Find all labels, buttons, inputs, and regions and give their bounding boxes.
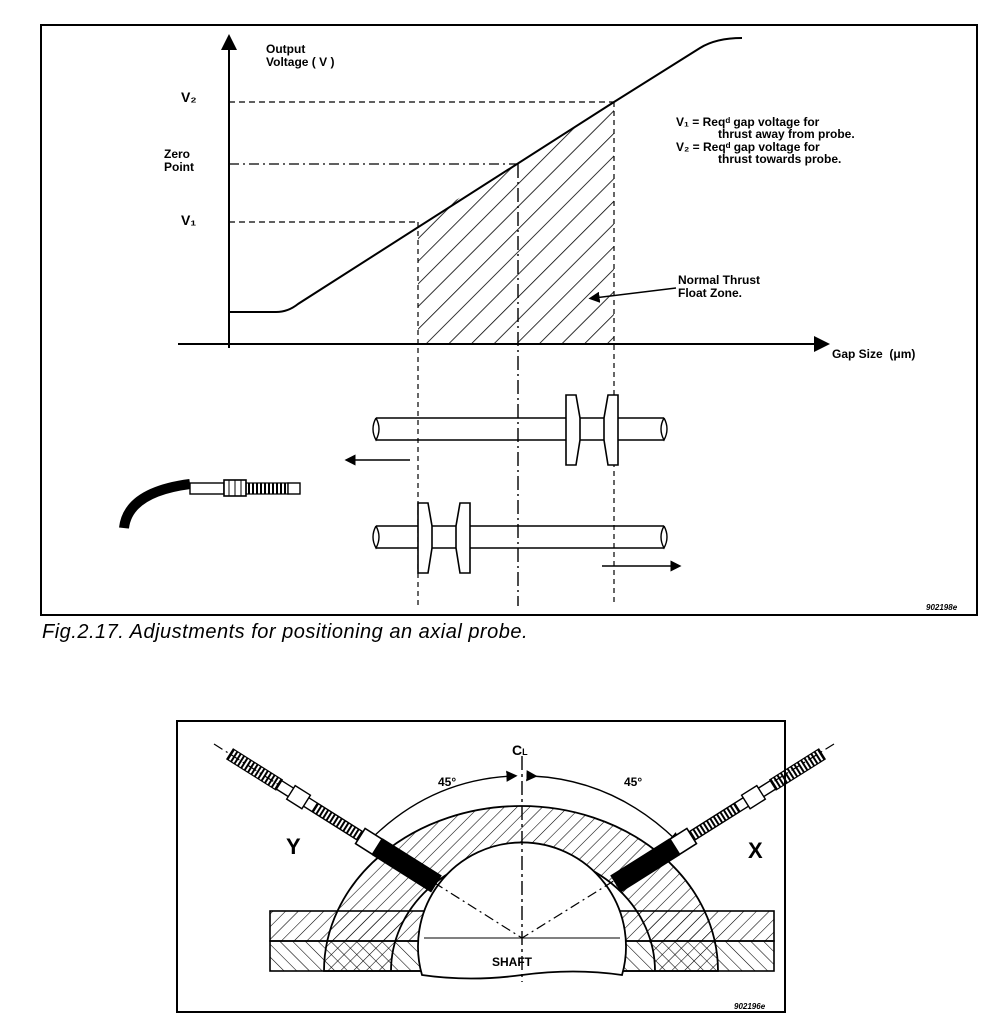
legend-v1-line1: V₁ = Reqᵈ gap voltage for bbox=[676, 115, 820, 129]
zone-label-line1: Normal Thrust bbox=[678, 273, 761, 287]
fig1-frame bbox=[40, 24, 978, 616]
float-zone-hatch bbox=[418, 102, 614, 344]
legend-v1-line2: thrust away from probe. bbox=[718, 127, 855, 141]
y-axis-label-line2: Voltage ( V ) bbox=[266, 55, 335, 69]
angle-label-left: 45° bbox=[438, 775, 457, 789]
fig1-drawing-code: 902198e bbox=[926, 603, 958, 612]
zone-label-line2: Float Zone. bbox=[678, 286, 742, 300]
axial-probe bbox=[119, 479, 301, 529]
angle-label-right: 45° bbox=[624, 775, 643, 789]
shaft-upper bbox=[372, 394, 668, 466]
fig1-caption: Fig.2.17. Adjustments for positioning an… bbox=[42, 621, 529, 643]
shaft-lower bbox=[372, 502, 668, 574]
tick-v1-label: V₁ bbox=[181, 212, 197, 228]
tick-zero-label-line2: Point bbox=[164, 160, 194, 174]
centerline-label-c: C bbox=[512, 742, 523, 758]
y-axis-label-line1: Output bbox=[266, 42, 306, 56]
angle-arc-right bbox=[526, 770, 681, 844]
angle-arc-left bbox=[362, 770, 518, 848]
probe-x bbox=[610, 748, 827, 893]
tick-zero-label-line1: Zero bbox=[164, 147, 191, 161]
output-curve bbox=[229, 37, 743, 313]
legend-v2-line1: V₂ = Reqᵈ gap voltage for bbox=[676, 140, 820, 154]
probe-y bbox=[225, 748, 442, 893]
fig2-drawing-code: 902196e bbox=[734, 1002, 766, 1011]
zone-leader bbox=[588, 287, 677, 303]
x-axis-label: Gap Size (μm) bbox=[832, 347, 916, 361]
fig2-frame bbox=[176, 720, 786, 1013]
centerline-label-sub: L bbox=[522, 747, 528, 757]
tick-v2-label: V₂ bbox=[181, 89, 197, 105]
probe-y-label: Y bbox=[286, 834, 301, 859]
shaft-label: SHAFT bbox=[492, 955, 532, 969]
probe-x-label: X bbox=[748, 838, 763, 863]
centerline-label: CL bbox=[512, 742, 528, 758]
legend-v2-line2: thrust towards probe. bbox=[718, 152, 842, 166]
